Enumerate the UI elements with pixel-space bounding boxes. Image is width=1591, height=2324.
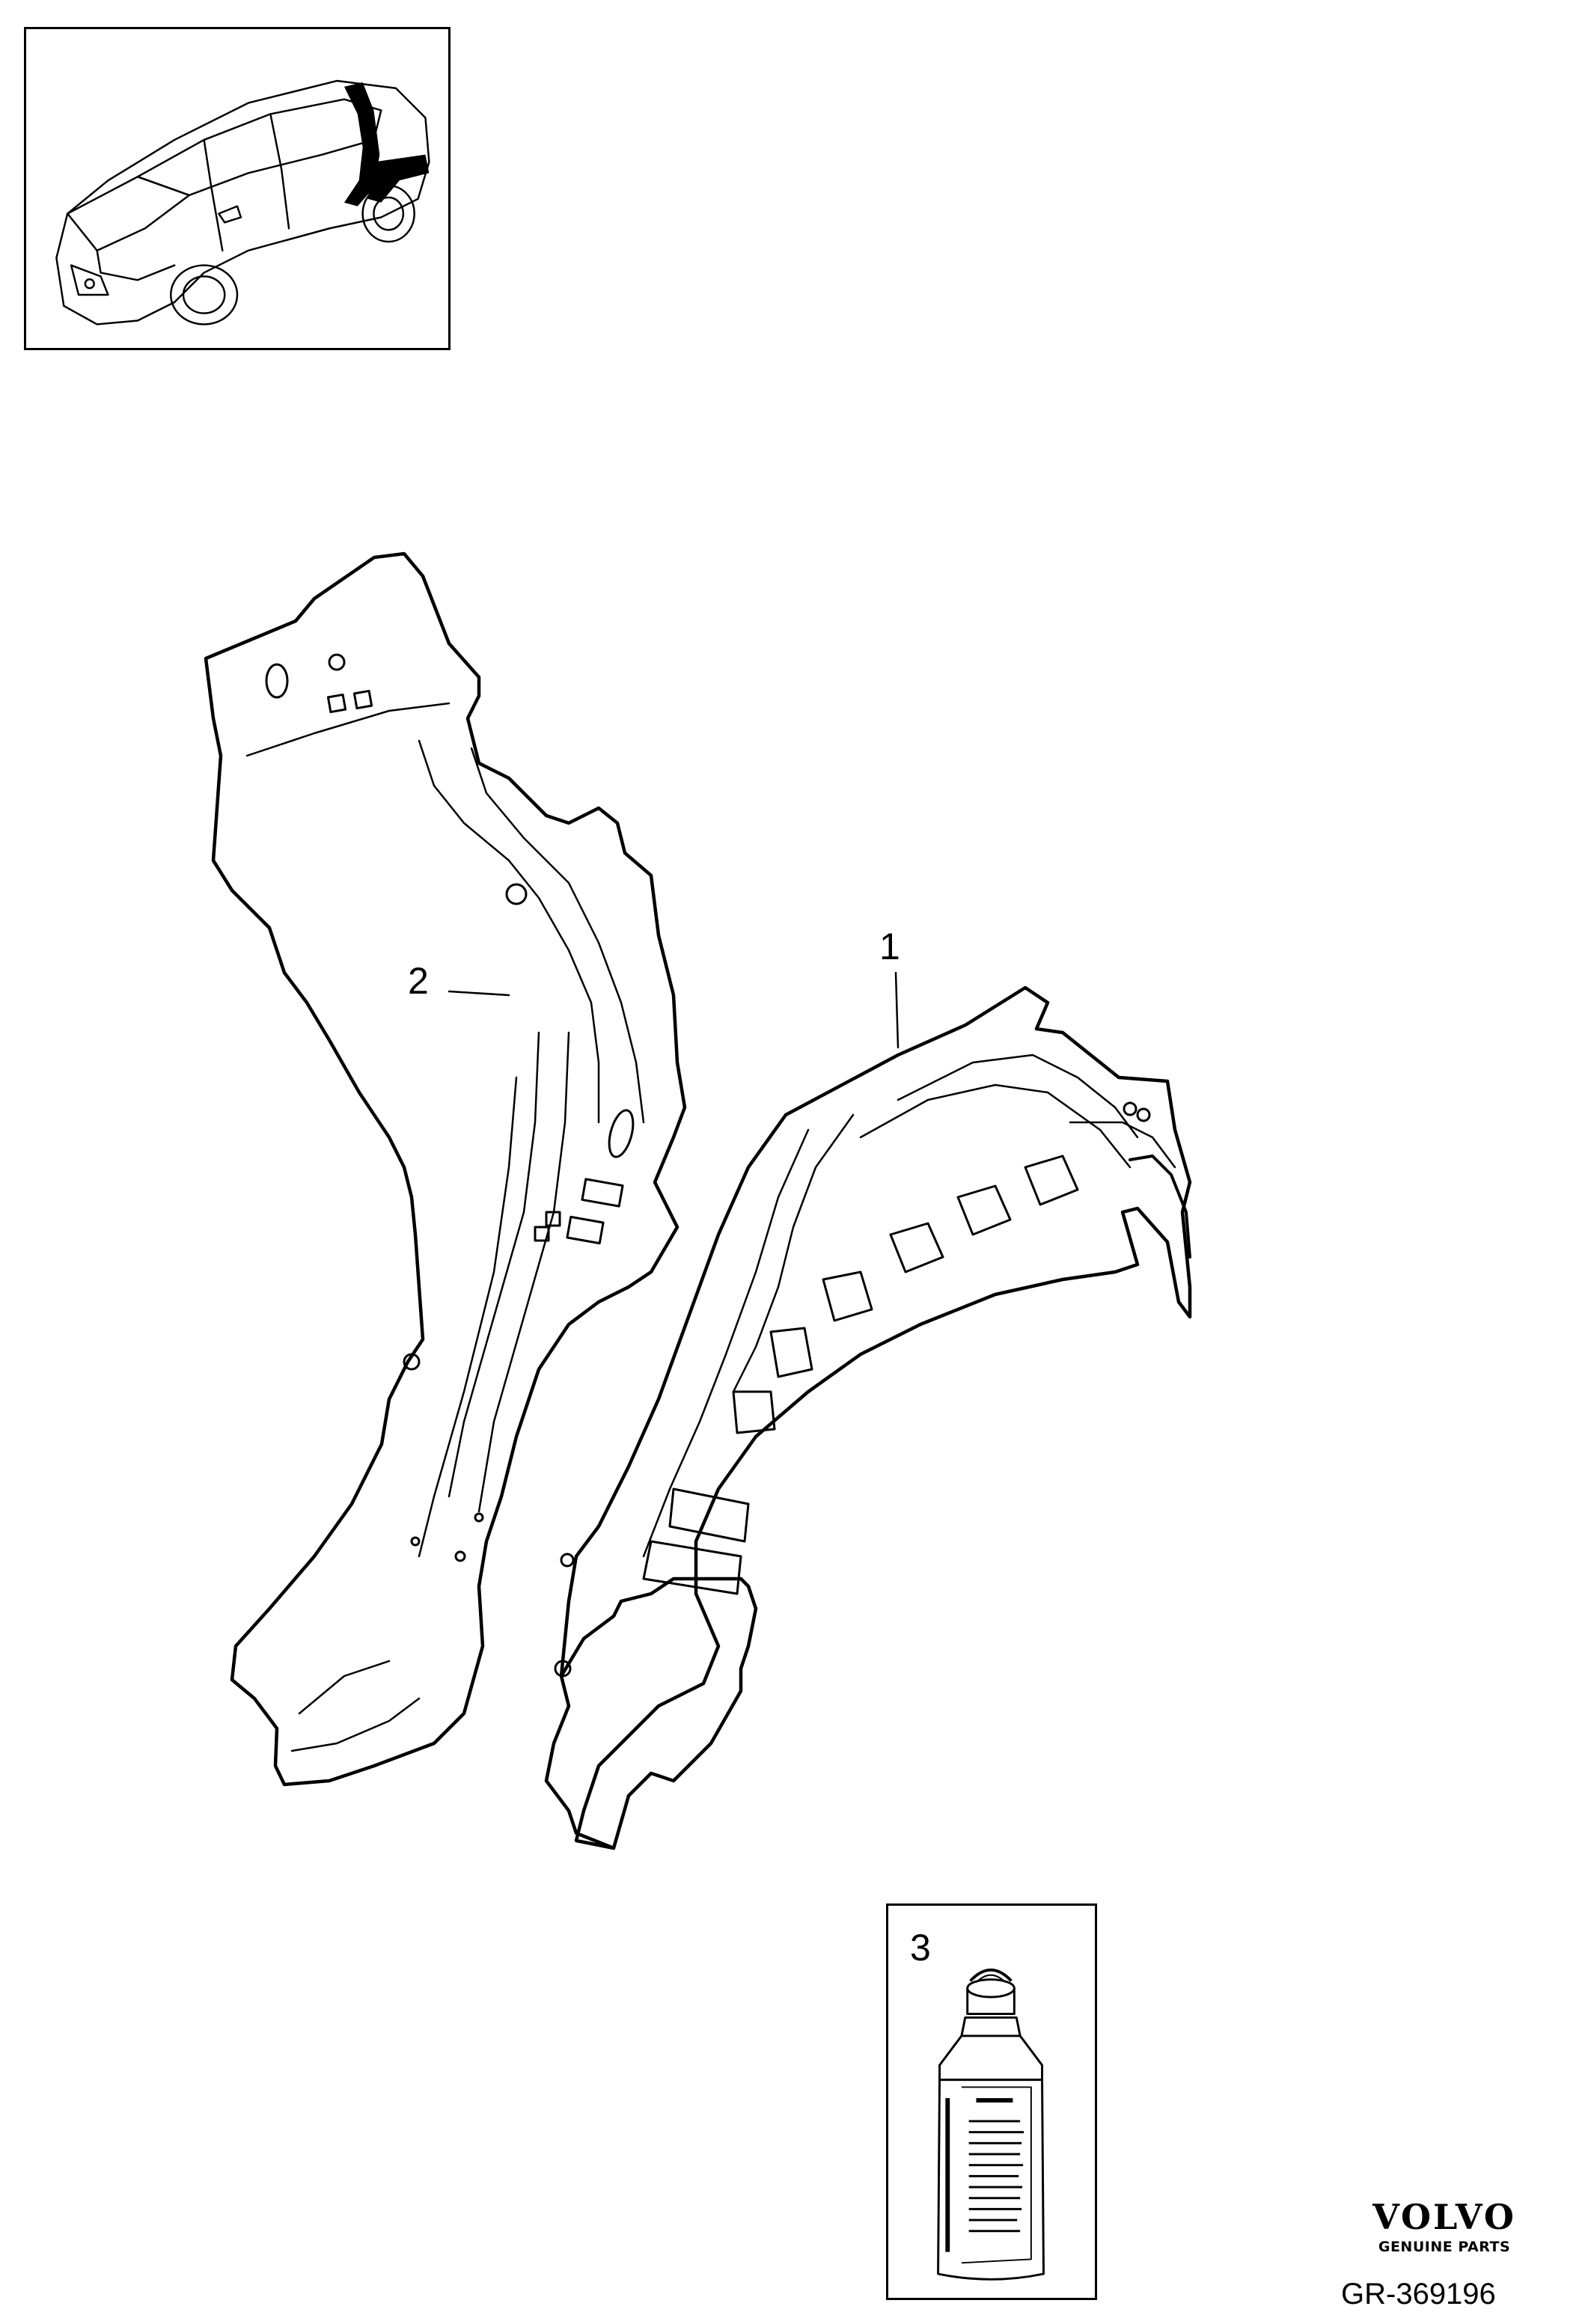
part-3-accessory-box <box>886 1903 1097 2300</box>
brand-name: VOLVO <box>1372 2197 1516 2237</box>
highlight-region <box>343 82 430 207</box>
leader-line-2 <box>448 990 510 997</box>
leader-line-1 <box>894 971 900 1049</box>
bottle-label-text-marks <box>945 2098 1024 2252</box>
brand-tagline: GENUINE PARTS <box>1378 2239 1511 2255</box>
car-overview-illustration <box>55 79 430 325</box>
vehicle-locator-inset <box>24 27 451 350</box>
bottle-illustration <box>937 1969 1045 2281</box>
volvo-genuine-parts-logo: VOLVO GENUINE PARTS <box>1332 2200 1557 2255</box>
diagram-reference-number: GR-369196 <box>1341 2278 1496 2311</box>
callout-part-1: 1 <box>879 926 900 967</box>
part-1-outer-panel <box>544 985 1192 1850</box>
callout-part-3: 3 <box>910 1927 931 1969</box>
callout-part-2: 2 <box>408 960 429 1002</box>
part-2-inner-panel <box>204 551 687 1787</box>
